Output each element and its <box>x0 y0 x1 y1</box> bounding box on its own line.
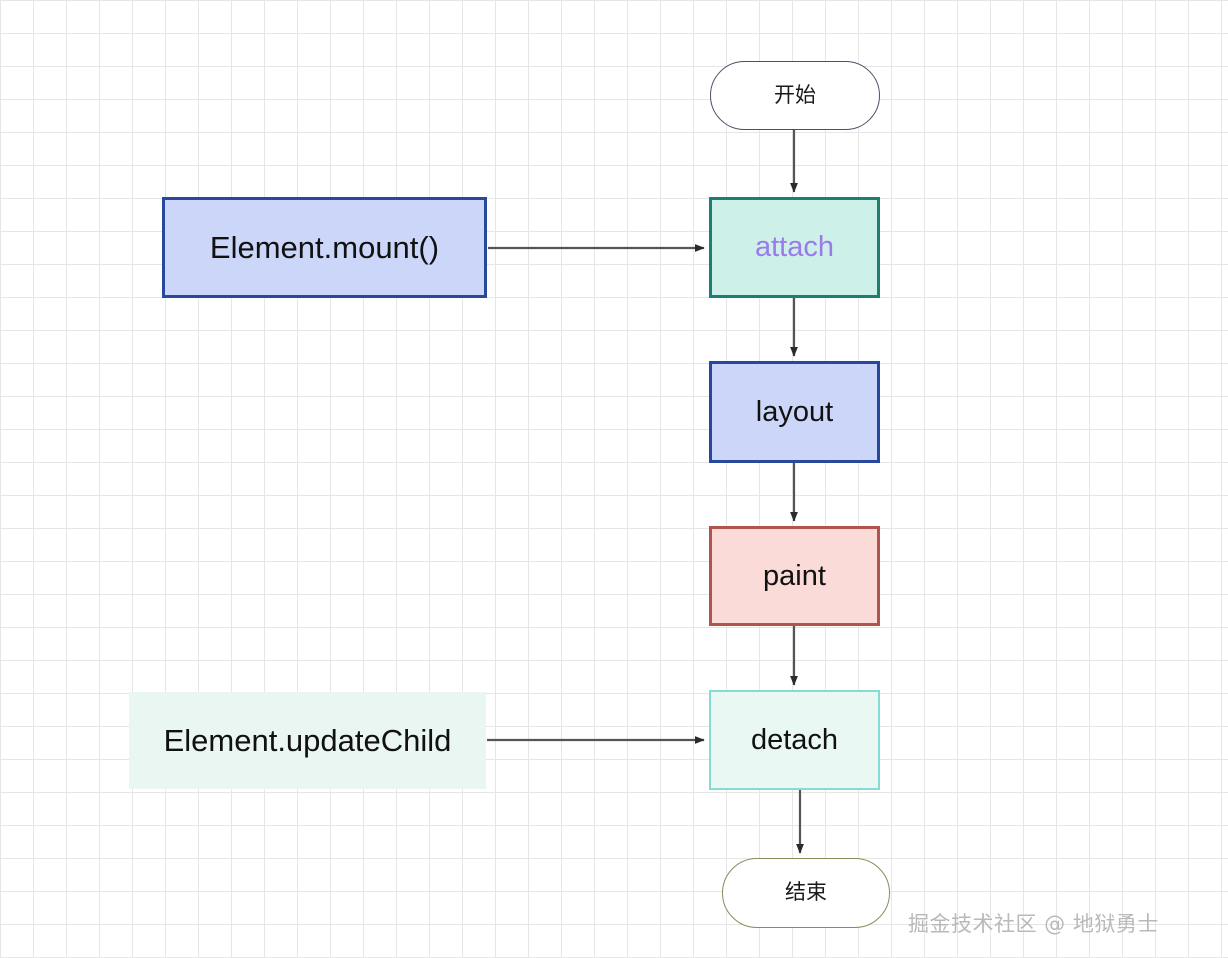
node-attach[interactable]: attach <box>709 197 880 298</box>
node-layout[interactable]: layout <box>709 361 880 463</box>
node-layout-label: layout <box>755 395 834 428</box>
watermark: 掘金技术社区 @ 地狱勇士 <box>908 912 1159 936</box>
node-paint[interactable]: paint <box>709 526 880 626</box>
node-element-updatechild-label: Element.updateChild <box>163 722 452 758</box>
node-detach-label: detach <box>750 723 839 756</box>
node-start[interactable]: 开始 <box>710 61 880 130</box>
node-element-updatechild[interactable]: Element.updateChild <box>129 692 486 789</box>
node-element-mount-label: Element.mount() <box>209 229 440 265</box>
node-attach-label: attach <box>755 231 834 264</box>
node-detach[interactable]: detach <box>709 690 880 790</box>
node-start-label: 开始 <box>774 83 816 107</box>
node-paint-label: paint <box>763 559 826 592</box>
node-end-label: 结束 <box>785 881 827 905</box>
node-end[interactable]: 结束 <box>722 858 890 928</box>
node-element-mount[interactable]: Element.mount() <box>162 197 487 298</box>
